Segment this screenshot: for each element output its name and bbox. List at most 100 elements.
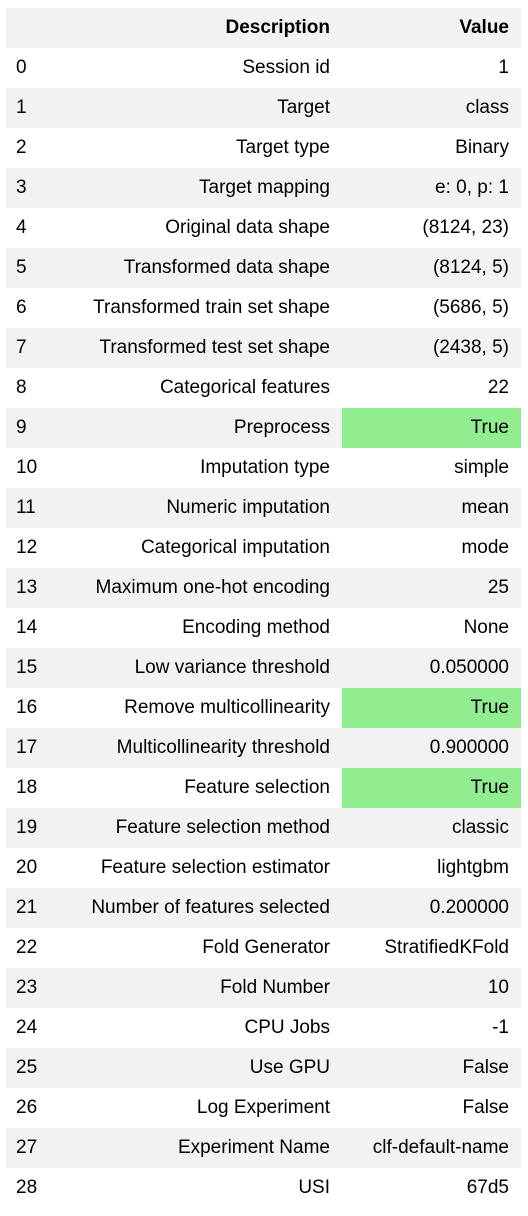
row-index: 4 xyxy=(16,217,27,238)
table-header: Description Value xyxy=(6,8,521,48)
row-description: Target type xyxy=(236,137,330,158)
row-value: mean xyxy=(342,488,521,528)
row-description: Transformed data shape xyxy=(58,248,342,288)
row-index: 9 xyxy=(6,408,58,448)
row-description: Feature selection estimator xyxy=(100,857,330,878)
row-description: CPU Jobs xyxy=(244,1017,330,1038)
row-index: 8 xyxy=(16,377,27,398)
row-value-highlighted: True xyxy=(342,688,521,728)
row-description: Experiment Name xyxy=(58,1128,342,1168)
row-value: 0.200000 xyxy=(342,888,521,928)
row-value: 25 xyxy=(342,568,521,608)
row-index: 15 xyxy=(6,648,58,688)
row-value: 0.900000 xyxy=(342,728,521,768)
row-description: Maximum one-hot encoding xyxy=(58,568,342,608)
row-value: StratifiedKFold xyxy=(384,937,509,958)
index-column-header xyxy=(6,8,58,48)
row-value: 22 xyxy=(487,377,509,398)
row-index: 1 xyxy=(6,88,58,128)
row-value: Binary xyxy=(455,137,509,158)
row-value: classic xyxy=(342,808,521,848)
row-value: None xyxy=(463,617,509,638)
row-description: Transformed test set shape xyxy=(58,328,342,368)
row-description: Fold Number xyxy=(58,968,342,1008)
row-description: Encoding method xyxy=(182,617,330,638)
row-description: Log Experiment xyxy=(196,1097,330,1118)
row-index: 27 xyxy=(6,1128,58,1168)
row-value: -1 xyxy=(492,1017,509,1038)
row-index: 11 xyxy=(6,488,58,528)
row-description: Session id xyxy=(242,57,330,78)
header-row: Description Value xyxy=(6,8,521,48)
row-value: simple xyxy=(454,457,509,478)
row-description: Use GPU xyxy=(58,1048,342,1088)
row-description: Categorical imputation xyxy=(140,537,330,558)
row-value: (2438, 5) xyxy=(342,328,521,368)
table-row: 2 Target type Binary xyxy=(6,128,521,168)
row-value: class xyxy=(342,88,521,128)
row-value: 1 xyxy=(498,57,509,78)
row-value: mode xyxy=(461,537,509,558)
row-value: (8124, 23) xyxy=(422,217,509,238)
row-description: Categorical features xyxy=(159,377,330,398)
row-value-highlighted: True xyxy=(342,768,521,808)
row-value: clf-default-name xyxy=(342,1128,521,1168)
row-value: e: 0, p: 1 xyxy=(342,168,521,208)
row-index: 13 xyxy=(6,568,58,608)
row-index: 3 xyxy=(6,168,58,208)
row-description: Feature selection xyxy=(184,777,330,798)
row-index: 18 xyxy=(16,777,38,798)
row-description: Feature selection method xyxy=(58,808,342,848)
table-row: 24 CPU Jobs -1 xyxy=(6,1008,521,1048)
row-description: Number of features selected xyxy=(58,888,342,928)
row-index: 20 xyxy=(16,857,38,878)
row-description: Low variance threshold xyxy=(58,648,342,688)
row-index: 17 xyxy=(6,728,58,768)
table-row: 20 Feature selection estimator lightgbm xyxy=(6,848,521,888)
row-index: 2 xyxy=(16,137,27,158)
row-value: (8124, 5) xyxy=(342,248,521,288)
row-value: (5686, 5) xyxy=(432,297,509,318)
row-value: lightgbm xyxy=(437,857,509,878)
row-index: 5 xyxy=(6,248,58,288)
row-index: 19 xyxy=(6,808,58,848)
row-index: 23 xyxy=(6,968,58,1008)
row-description: USI xyxy=(298,1177,330,1198)
row-description: Target xyxy=(58,88,342,128)
description-column-header: Description xyxy=(58,8,342,48)
row-description: Target mapping xyxy=(58,168,342,208)
row-value: False xyxy=(462,1097,509,1118)
row-index: 16 xyxy=(16,697,38,718)
row-index: 7 xyxy=(6,328,58,368)
value-column-header: Value xyxy=(342,8,521,48)
row-value: 0.050000 xyxy=(342,648,521,688)
row-index: 0 xyxy=(16,57,27,78)
row-description: Numeric imputation xyxy=(58,488,342,528)
row-description: Transformed train set shape xyxy=(93,297,330,318)
table-row: 8 Categorical features 22 xyxy=(6,368,521,408)
row-index: 28 xyxy=(16,1177,38,1198)
row-index: 24 xyxy=(16,1017,38,1038)
